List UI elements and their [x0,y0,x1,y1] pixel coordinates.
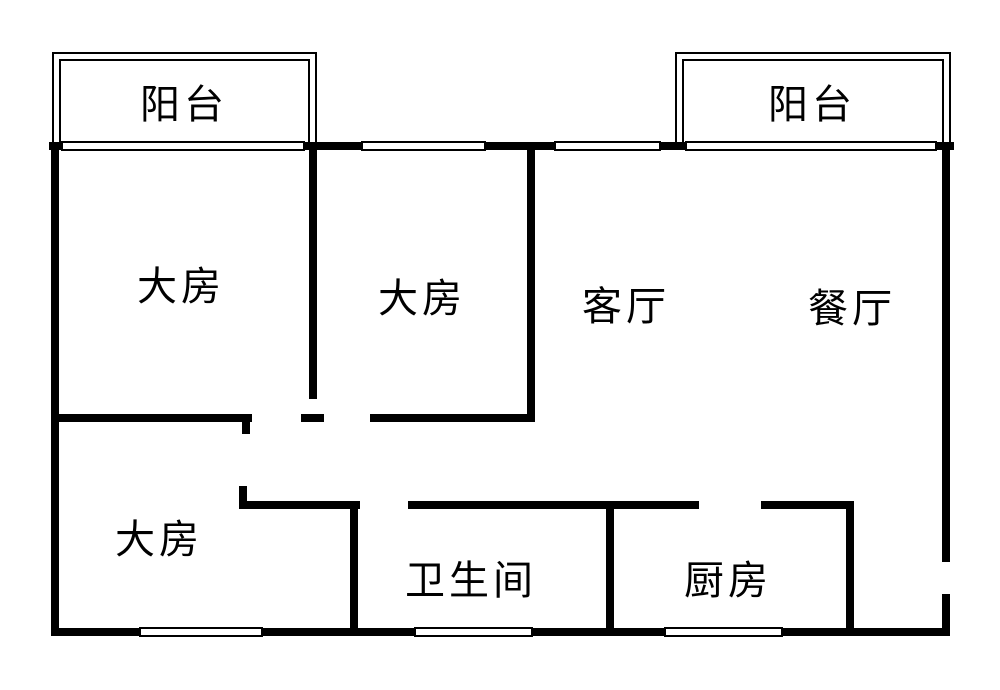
window [664,627,783,637]
balcony-left-railing [52,52,317,145]
dining-room-label: 餐厅 [808,286,896,332]
window [554,141,661,151]
window [61,141,305,151]
window [139,627,263,637]
living-room-label: 客厅 [582,284,670,330]
window [414,627,533,637]
balcony-right-label: 阳台 [768,82,856,128]
bedroom-3-label: 大房 [115,517,203,563]
balcony-left-label: 阳台 [140,82,228,128]
window [361,141,486,151]
window [685,141,937,151]
top-windows [61,141,937,151]
bottom-windows [139,627,783,637]
bedroom-1-label: 大房 [137,264,225,310]
kitchen-label: 厨房 [684,558,772,604]
balcony-right-railing [675,52,951,145]
bedroom-2-label: 大房 [378,276,466,322]
walls [51,142,950,636]
bathroom-label: 卫生间 [405,558,537,604]
